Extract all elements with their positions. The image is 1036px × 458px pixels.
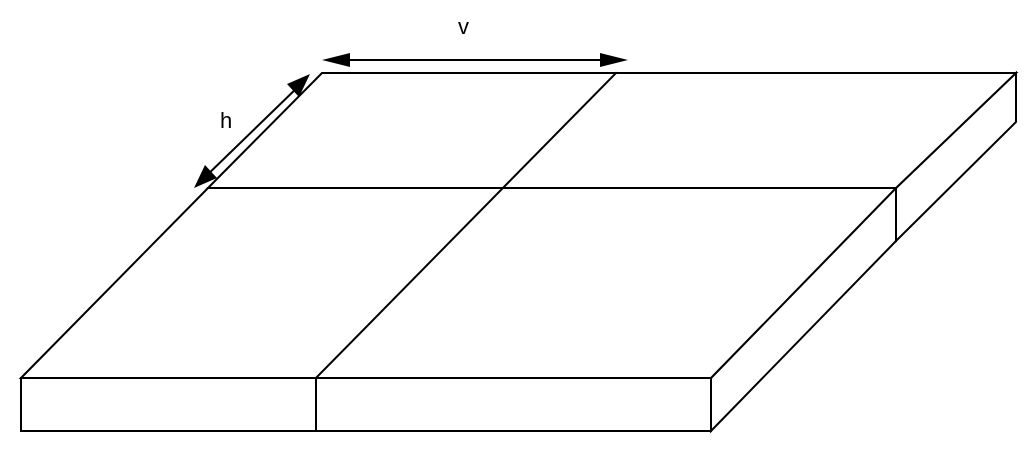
dimension-h-arrow-bottom xyxy=(194,165,217,188)
slab-front-face xyxy=(20,377,712,432)
dimension-v: v xyxy=(322,14,628,67)
panel-seam-diagonal xyxy=(314,71,618,380)
dimension-v-arrow-left xyxy=(322,53,350,67)
slab-top-back-panels xyxy=(205,72,1019,189)
dimension-h-arrow-top xyxy=(287,74,310,97)
dimension-h-line xyxy=(201,82,303,181)
dimension-v-label: v xyxy=(458,14,469,39)
dimension-h-label: h xyxy=(220,108,232,133)
dimension-h: h xyxy=(194,74,310,188)
dimension-v-arrow-right xyxy=(600,53,628,67)
